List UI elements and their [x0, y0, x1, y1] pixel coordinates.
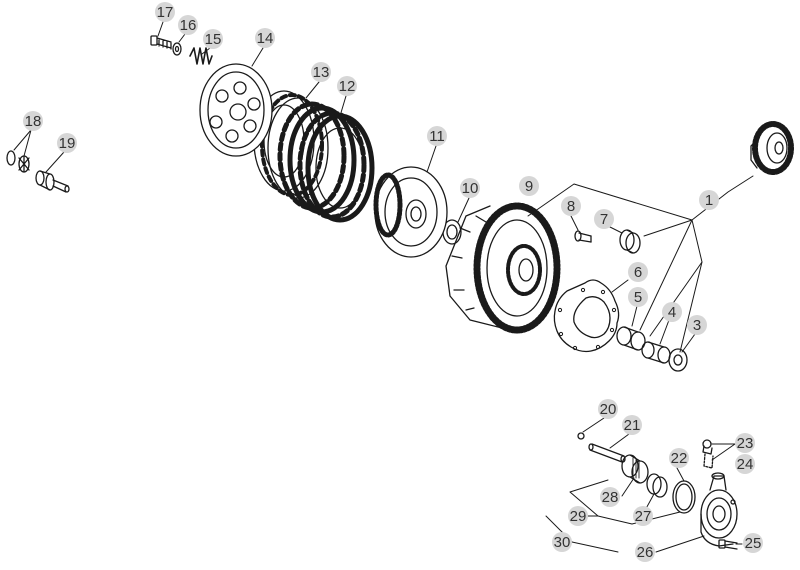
part-14-pressure-plate [199, 63, 273, 157]
callout-9: 9 [519, 176, 539, 196]
callout-12-label: 12 [339, 78, 356, 95]
callout-5-label: 5 [634, 289, 642, 306]
part-18-washers [6, 150, 30, 173]
callout-16: 16 [178, 15, 198, 35]
callout-7-label: 7 [600, 211, 608, 228]
callout-8: 8 [561, 196, 581, 216]
callout-28-label: 28 [602, 489, 619, 506]
callout-4-label: 4 [668, 304, 676, 321]
callout-17-label: 17 [157, 4, 174, 21]
callout-21: 21 [622, 415, 642, 435]
callout-24-label: 24 [737, 456, 754, 473]
callout-16-label: 16 [180, 17, 197, 34]
part-28-piston [621, 454, 649, 484]
callout-25: 25 [743, 533, 763, 553]
part-23-24-bleeder [702, 439, 714, 469]
part-26-slave-cylinder [700, 472, 738, 547]
callout-1-label: 1 [705, 192, 713, 209]
callout-15-label: 15 [205, 31, 222, 48]
callout-28: 28 [600, 487, 620, 507]
part-5-needle-bearing [616, 326, 646, 351]
callout-6: 6 [628, 262, 648, 282]
part-19-push-rod [35, 170, 70, 193]
part-4-bushing [641, 341, 671, 364]
part-15-clutch-spring [189, 47, 213, 65]
part-27-seal [646, 473, 668, 498]
callout-8-label: 8 [567, 198, 575, 215]
callout-3-label: 3 [693, 317, 701, 334]
callout-19: 19 [57, 133, 77, 153]
part-12-friction-plates [277, 101, 375, 223]
callout-26: 26 [635, 542, 655, 562]
callout-26-label: 26 [637, 544, 654, 561]
callout-4: 4 [662, 302, 682, 322]
callout-17: 17 [155, 2, 175, 22]
callout-7: 7 [594, 209, 614, 229]
callout-3: 3 [687, 315, 707, 335]
part-3-washer [668, 348, 688, 372]
callout-6-label: 6 [634, 264, 642, 281]
part-25-screw [718, 539, 738, 550]
part-1-primary-gear [750, 121, 794, 175]
part-9-clutch-housing [445, 202, 561, 334]
callout-11-label: 11 [429, 128, 445, 145]
callout-13: 13 [311, 62, 331, 82]
callout-5: 5 [628, 287, 648, 307]
callout-15: 15 [203, 29, 223, 49]
callout-27: 27 [633, 506, 653, 526]
part-20-pin [577, 432, 585, 440]
callout-20-label: 20 [600, 401, 617, 418]
callout-18-label: 18 [25, 113, 42, 130]
callout-29: 29 [568, 506, 588, 526]
callout-13-label: 13 [313, 64, 330, 81]
part-8-screw [574, 230, 592, 243]
callout-27-label: 27 [635, 508, 652, 525]
callout-22-label: 22 [671, 450, 688, 467]
callout-labels: 1 3 4 5 6 7 8 9 10 11 12 13 14 15 16 17 … [23, 2, 763, 562]
leader-lines [13, 21, 754, 553]
part-22-o-ring [672, 480, 696, 514]
part-21-shaft [588, 443, 626, 463]
part-6-gasket [553, 279, 620, 353]
callout-25-label: 25 [745, 535, 762, 552]
callout-14: 14 [255, 28, 275, 48]
callout-30: 30 [552, 532, 572, 552]
part-11-clutch-hub [373, 166, 448, 258]
callout-23: 23 [735, 433, 755, 453]
callout-29-label: 29 [570, 508, 587, 525]
callout-11: 11 [427, 126, 447, 146]
callout-12: 12 [337, 76, 357, 96]
callout-23-label: 23 [737, 435, 754, 452]
callout-22: 22 [669, 448, 689, 468]
callout-19-label: 19 [59, 135, 76, 152]
part-17-bolt [150, 35, 172, 50]
callout-10: 10 [460, 178, 480, 198]
part-7-spacer [619, 229, 641, 254]
callout-9-label: 9 [525, 178, 533, 195]
callout-18: 18 [23, 111, 43, 131]
callout-30-label: 30 [554, 534, 571, 551]
part-16-washer [172, 42, 182, 56]
callout-24: 24 [735, 454, 755, 474]
callout-10-label: 10 [462, 180, 479, 197]
callout-21-label: 21 [624, 417, 641, 434]
callout-1: 1 [699, 190, 719, 210]
callout-14-label: 14 [257, 30, 274, 47]
callout-20: 20 [598, 399, 618, 419]
